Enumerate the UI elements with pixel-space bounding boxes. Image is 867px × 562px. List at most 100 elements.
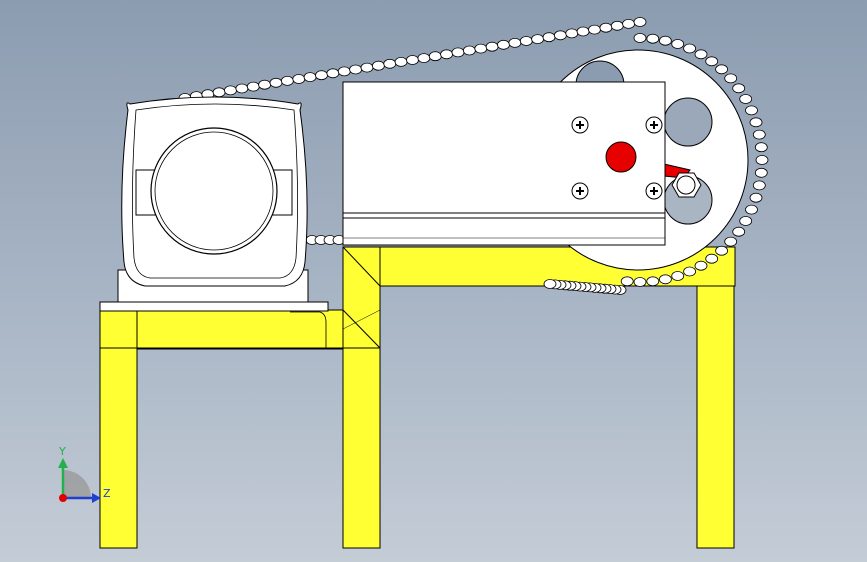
chain-link xyxy=(337,66,351,77)
chain-link xyxy=(633,17,647,27)
chain-link xyxy=(371,60,385,71)
screw-set xyxy=(571,116,663,200)
chain-link xyxy=(739,94,753,104)
chain-link xyxy=(659,274,672,285)
chain-link xyxy=(646,276,660,287)
chain-link xyxy=(565,28,579,39)
chain-link xyxy=(749,192,763,203)
chain-link xyxy=(235,83,249,94)
chain-link xyxy=(554,30,567,41)
chain-link xyxy=(485,41,499,52)
chain-link xyxy=(659,35,672,46)
chain-link xyxy=(745,204,758,215)
gearbox-block[interactable] xyxy=(342,81,666,246)
chain-link xyxy=(519,36,533,46)
motor-face-ring xyxy=(150,127,278,255)
chain-link xyxy=(754,142,768,153)
chain-link xyxy=(752,180,766,191)
middle-leg[interactable] xyxy=(342,347,381,549)
left-leg[interactable] xyxy=(99,347,138,549)
chain-link xyxy=(303,72,317,82)
chain-link xyxy=(754,167,768,178)
chain-link xyxy=(705,253,719,264)
chain-link xyxy=(542,32,556,43)
chain-link xyxy=(383,58,397,69)
chain-link xyxy=(280,76,294,86)
chain-link xyxy=(671,271,685,281)
chain-link xyxy=(745,105,758,116)
chain-link xyxy=(451,47,465,58)
miter-line-mid2 xyxy=(342,309,381,330)
chain-link xyxy=(212,87,226,98)
chain-link xyxy=(508,38,522,48)
chain-link xyxy=(749,117,763,128)
chain-link xyxy=(497,39,510,50)
chain-link xyxy=(588,24,601,35)
screw-cross xyxy=(650,121,658,129)
motor-plate xyxy=(99,301,329,312)
miter-line-top xyxy=(342,246,381,287)
chain-link xyxy=(622,18,635,29)
chain-link xyxy=(360,62,374,73)
motor-face-inner xyxy=(154,131,274,251)
chain-link xyxy=(474,43,488,54)
y-axis-label: Y xyxy=(58,445,66,458)
chain-link xyxy=(732,83,746,94)
z-axis-label: Z xyxy=(103,487,111,500)
chain-link xyxy=(683,43,696,54)
chain-link xyxy=(394,57,408,67)
chain-link xyxy=(671,39,685,49)
chain-link xyxy=(732,226,746,237)
chain-link xyxy=(694,260,708,271)
right-leg[interactable] xyxy=(696,285,735,549)
screw-cross xyxy=(576,121,584,129)
chain-link xyxy=(224,85,237,96)
motor-inner-contour xyxy=(132,103,298,279)
bolt-washer xyxy=(676,175,696,195)
chain-link xyxy=(610,20,624,31)
chain-link xyxy=(349,64,363,75)
screw-cross xyxy=(650,187,658,195)
y-arrow-head xyxy=(58,458,68,468)
chain-link xyxy=(633,277,647,287)
middle-upright[interactable] xyxy=(342,246,381,349)
chain-link xyxy=(755,155,769,165)
screw-cross xyxy=(576,187,584,195)
chain-link xyxy=(531,34,544,44)
chain-link xyxy=(258,79,272,90)
chain-link xyxy=(646,33,660,44)
chain-link xyxy=(633,33,647,43)
chain-link xyxy=(417,53,431,63)
z-arrow-head xyxy=(92,493,101,503)
chain-link xyxy=(694,49,708,60)
coordinate-triad-icon: Y Z xyxy=(58,445,111,503)
chain-link xyxy=(315,70,328,81)
sprocket-hole xyxy=(663,97,713,147)
chain-link xyxy=(576,26,590,37)
chain-link xyxy=(715,64,728,75)
chain-link xyxy=(752,129,766,140)
chain-link xyxy=(440,49,454,60)
chain-link xyxy=(620,276,634,287)
chain-link xyxy=(246,81,260,92)
chain-link xyxy=(739,216,753,226)
roller-chain[interactable] xyxy=(178,17,769,295)
x-axis-dot xyxy=(59,494,67,502)
chain-link xyxy=(406,55,419,65)
chain-link xyxy=(543,279,557,289)
bracket-notch xyxy=(290,311,327,348)
chain-link xyxy=(724,73,738,84)
chain-link xyxy=(705,56,719,67)
chain-link xyxy=(683,266,696,277)
chain-link xyxy=(715,245,728,256)
red-indicator-button[interactable] xyxy=(605,141,637,173)
support-frame[interactable] xyxy=(99,246,736,549)
triad-plane xyxy=(63,470,91,498)
left-top-beam[interactable] xyxy=(99,309,381,350)
motor-housing[interactable] xyxy=(99,96,329,312)
chain-link xyxy=(326,68,340,79)
chain-link xyxy=(462,45,476,56)
chain-link xyxy=(599,22,613,33)
